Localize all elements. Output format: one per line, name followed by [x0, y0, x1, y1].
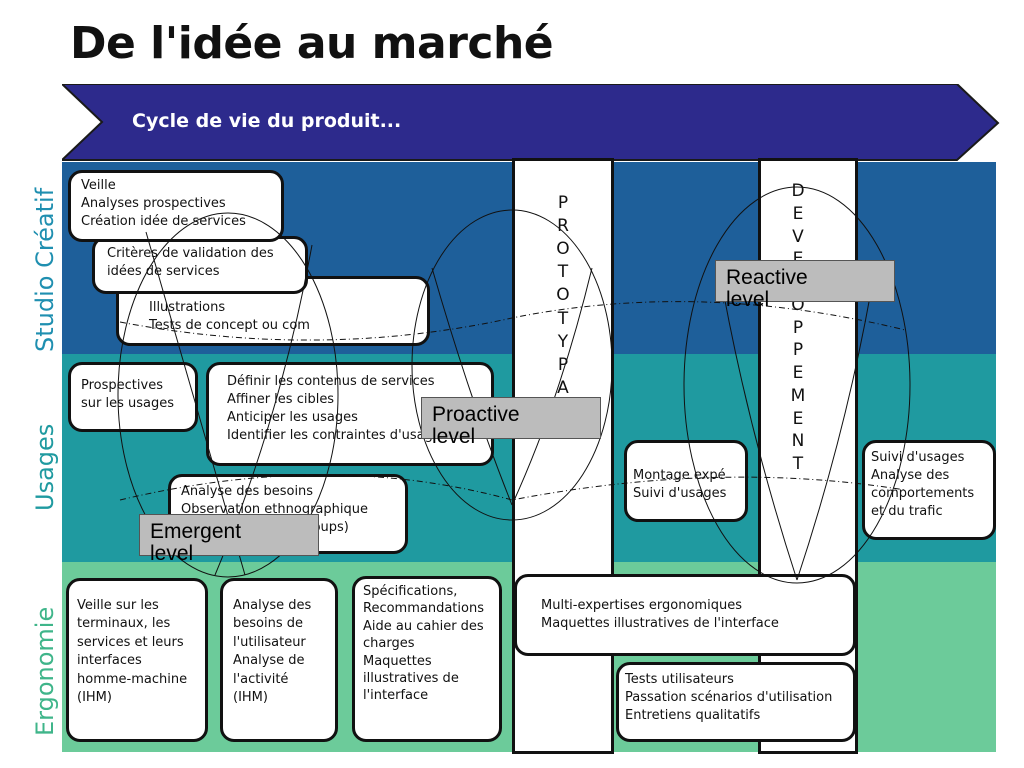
letter: E: [792, 363, 804, 384]
level-line: level: [150, 542, 194, 566]
box-line: idées de services: [107, 263, 220, 279]
box-montage: Montage expé Suivi d'usages: [624, 440, 748, 522]
box-line: Tests de concept ou com: [149, 317, 310, 333]
box-line: Recommandations: [363, 601, 484, 617]
label-usages: Usages: [31, 423, 59, 511]
box-criteres: Critères de validation des idées de serv…: [92, 236, 308, 294]
box-line: Analyse des besoins: [181, 484, 314, 499]
box-line: et du trafic: [871, 503, 943, 519]
box-line: interfaces: [77, 653, 142, 669]
box-line: Illustrations: [149, 300, 226, 315]
box-prospectives: Prospectives sur les usages: [68, 362, 198, 432]
box-line: comportements: [871, 485, 975, 501]
box-line: Suivi d'usages: [633, 485, 727, 501]
box-line: Analyse des: [871, 467, 950, 483]
box-line: besoins de: [233, 616, 303, 632]
level-line: Reactive: [726, 266, 808, 289]
level-line: Proactive: [432, 403, 520, 426]
letter: N: [791, 431, 805, 452]
label-ergonomie: Ergonomie: [31, 606, 59, 736]
letter: P: [557, 193, 569, 213]
banner-arrow: [62, 84, 1000, 161]
proactive-level-label: Proactive level: [421, 397, 601, 448]
letter: P: [792, 317, 804, 338]
letter: P: [792, 340, 804, 361]
emergent-level-label: Emergent level: [139, 514, 319, 565]
letter: R: [557, 216, 569, 237]
box-line: Montage expé: [633, 468, 726, 483]
letter: T: [557, 262, 569, 283]
developpement-letters: D E V E L O P P E M E N T: [783, 180, 813, 476]
letter: E: [792, 203, 804, 224]
box-line: Multi-expertises ergonomiques: [541, 598, 742, 613]
letter: V: [792, 226, 804, 247]
box-line: Aide au cahier des: [363, 618, 484, 634]
box-line: (IHM): [77, 690, 112, 706]
box-line: sur les usages: [81, 395, 175, 411]
box-line: Passation scénarios d'utilisation: [625, 689, 833, 705]
level-line: Emergent: [150, 520, 242, 543]
letter: O: [556, 239, 570, 260]
reactive-level-label: Reactive level: [715, 260, 895, 311]
box-veille-terminaux: Veille sur les terminaux, les services e…: [66, 578, 208, 742]
box-multi-expertises: Multi-expertises ergonomiques Maquettes …: [514, 574, 856, 656]
box-line: Définir les contenus de services: [227, 374, 435, 389]
box-line: Tests utilisateurs: [625, 672, 734, 687]
letter: T: [792, 454, 804, 475]
box-line: l'utilisateur: [233, 634, 306, 650]
box-line: Analyse des: [233, 598, 312, 613]
box-line: Suivi d'usages: [871, 450, 965, 465]
box-line: Maquettes: [363, 653, 432, 669]
banner-title: Cycle de vie du produit...: [132, 110, 402, 132]
letter: O: [556, 285, 570, 306]
letter: T: [557, 308, 569, 329]
letter: M: [790, 385, 806, 406]
box-line: Analyses prospectives: [81, 195, 226, 211]
box-line: l'activité: [233, 671, 289, 687]
box-line: charges: [363, 636, 415, 652]
box-line: Critères de validation des: [107, 246, 274, 261]
letter: P: [557, 354, 569, 375]
box-line: terminaux, les: [77, 616, 171, 632]
box-line: (IHM): [233, 690, 268, 706]
label-studio-creatif: Studio Créatif: [31, 187, 59, 352]
level-line: level: [726, 288, 770, 312]
box-analyse-utilisateur: Analyse des besoins de l'utilisateur Ana…: [220, 578, 338, 742]
box-line: services et leurs: [77, 634, 184, 650]
box-suivi-usages: Suivi d'usages Analyse des comportements…: [862, 440, 996, 540]
level-line: level: [432, 425, 476, 449]
page-title: De l'idée au marché: [70, 18, 554, 69]
letter: E: [792, 408, 804, 429]
box-line: Création idée de services: [81, 213, 246, 229]
letter: D: [791, 181, 805, 201]
letter: Y: [557, 331, 569, 352]
box-specifications: Spécifications, Recommandations Aide au …: [352, 576, 502, 742]
box-tests-utilisateurs: Tests utilisateurs Passation scénarios d…: [616, 662, 856, 742]
box-line: homme-machine: [77, 671, 188, 687]
box-line: Maquettes illustratives de l'interface: [541, 615, 779, 631]
box-line: l'interface: [363, 688, 429, 704]
box-line: Veille: [81, 178, 116, 193]
box-line: Spécifications,: [363, 584, 458, 599]
box-veille-studio: Veille Analyses prospectives Création id…: [68, 170, 284, 242]
box-line: Entretiens qualitatifs: [625, 707, 761, 723]
box-line: Veille sur les: [77, 598, 159, 613]
box-line: Analyse de: [233, 653, 305, 669]
box-line: illustratives de: [363, 671, 459, 687]
box-line: Prospectives: [81, 378, 163, 393]
